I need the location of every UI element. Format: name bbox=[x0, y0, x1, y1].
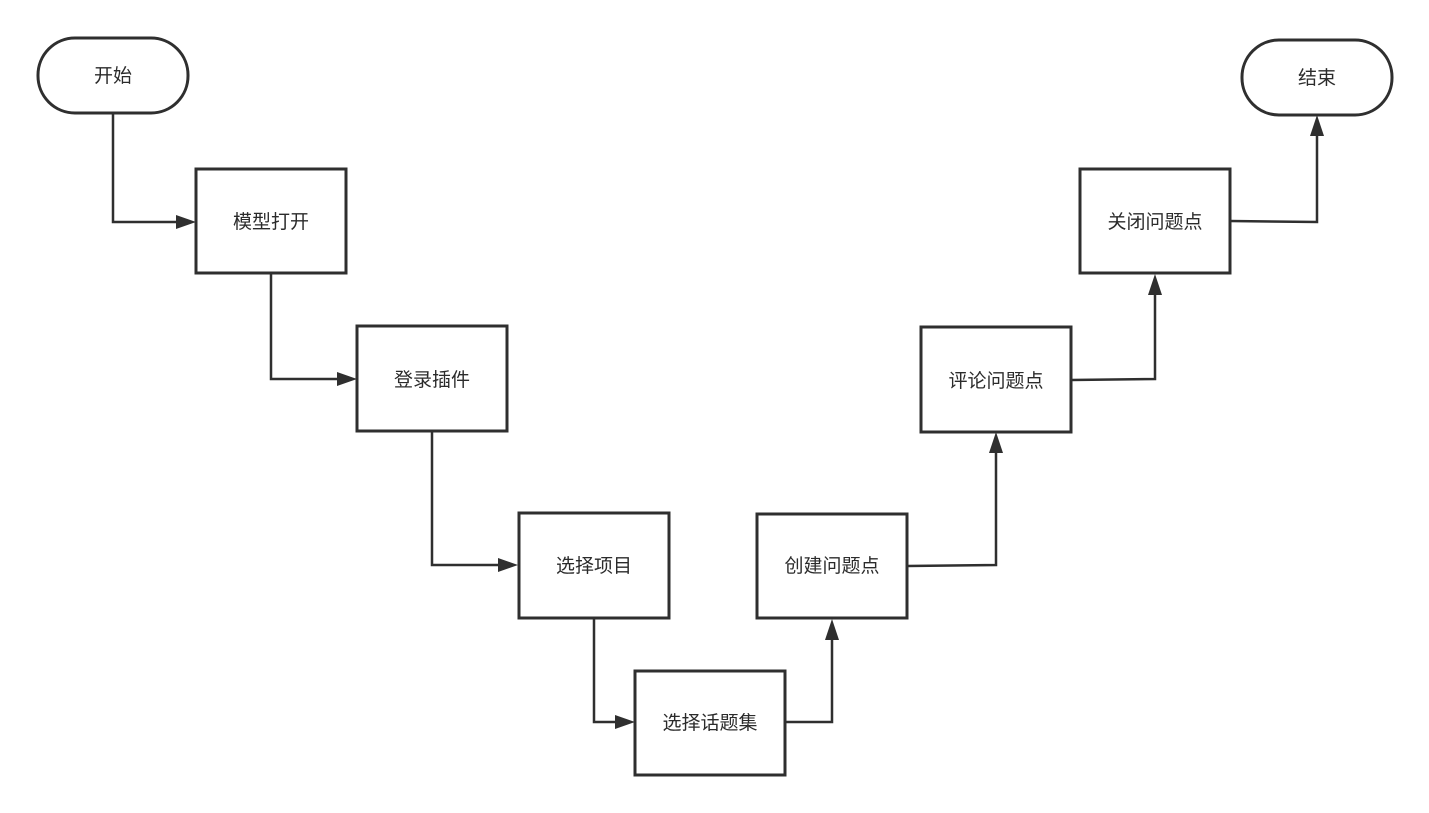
connector-line bbox=[592, 618, 619, 724]
edge-open-model-to-login-plugin bbox=[269, 273, 357, 386]
arrow-right-icon bbox=[615, 715, 635, 729]
node-label-comment-issue: 评论问题点 bbox=[948, 370, 1043, 392]
node-label-close-issue: 关闭问题点 bbox=[1107, 211, 1202, 233]
edge-close-issue-to-end bbox=[1229, 115, 1324, 224]
node-select-topic-set: 选择话题集 bbox=[633, 669, 787, 777]
edge-start-to-open-model bbox=[111, 113, 196, 229]
node-label-select-topic-set: 选择话题集 bbox=[662, 712, 757, 734]
node-label-open-model: 模型打开 bbox=[233, 211, 309, 233]
terminal-shape bbox=[36, 36, 190, 115]
node-label-create-issue: 创建问题点 bbox=[784, 555, 879, 577]
arrow-up-icon bbox=[825, 619, 839, 640]
node-login-plugin: 登录插件 bbox=[355, 324, 509, 433]
process-shape bbox=[755, 512, 909, 620]
node-close-issue: 关闭问题点 bbox=[1078, 167, 1232, 275]
node-label-start: 开始 bbox=[94, 65, 132, 87]
connector-line bbox=[111, 113, 180, 224]
flowchart-edges bbox=[111, 113, 1324, 729]
edge-comment-issue-to-close-issue bbox=[1070, 274, 1162, 382]
process-shape bbox=[919, 325, 1073, 434]
node-label-end: 结束 bbox=[1298, 67, 1336, 89]
process-shape bbox=[355, 324, 509, 433]
connector-line bbox=[1229, 133, 1319, 224]
flowchart-nodes: 开始 模型打开 登录插件 选择项目 选择话题集 创建问题点 评论问题点 bbox=[36, 36, 1394, 777]
node-comment-issue: 评论问题点 bbox=[919, 325, 1073, 434]
arrow-right-icon bbox=[176, 215, 196, 229]
node-create-issue: 创建问题点 bbox=[755, 512, 909, 620]
connector-line bbox=[785, 636, 834, 724]
edge-select-project-to-select-topic-set bbox=[592, 618, 635, 729]
process-shape bbox=[194, 167, 348, 275]
node-select-project: 选择项目 bbox=[517, 511, 671, 620]
arrow-up-icon bbox=[1148, 274, 1162, 295]
arrow-right-icon bbox=[498, 558, 518, 572]
connector-line bbox=[430, 431, 502, 567]
node-end: 结束 bbox=[1240, 38, 1394, 117]
arrow-up-icon bbox=[1310, 115, 1324, 136]
connector-line bbox=[1070, 292, 1157, 382]
edge-select-topic-set-to-create-issue bbox=[785, 619, 839, 724]
node-label-select-project: 选择项目 bbox=[556, 555, 632, 577]
terminal-shape bbox=[1240, 38, 1394, 117]
process-shape bbox=[517, 511, 671, 620]
connector-line bbox=[906, 450, 998, 568]
arrow-right-icon bbox=[337, 372, 357, 386]
arrow-up-icon bbox=[989, 432, 1003, 453]
node-start: 开始 bbox=[36, 36, 190, 115]
connector-line bbox=[269, 273, 341, 381]
node-label-login-plugin: 登录插件 bbox=[394, 369, 470, 391]
process-shape bbox=[633, 669, 787, 777]
node-open-model: 模型打开 bbox=[194, 167, 348, 275]
edge-login-plugin-to-select-project bbox=[430, 431, 518, 572]
process-shape bbox=[1078, 167, 1232, 275]
edge-create-issue-to-comment-issue bbox=[906, 432, 1003, 568]
